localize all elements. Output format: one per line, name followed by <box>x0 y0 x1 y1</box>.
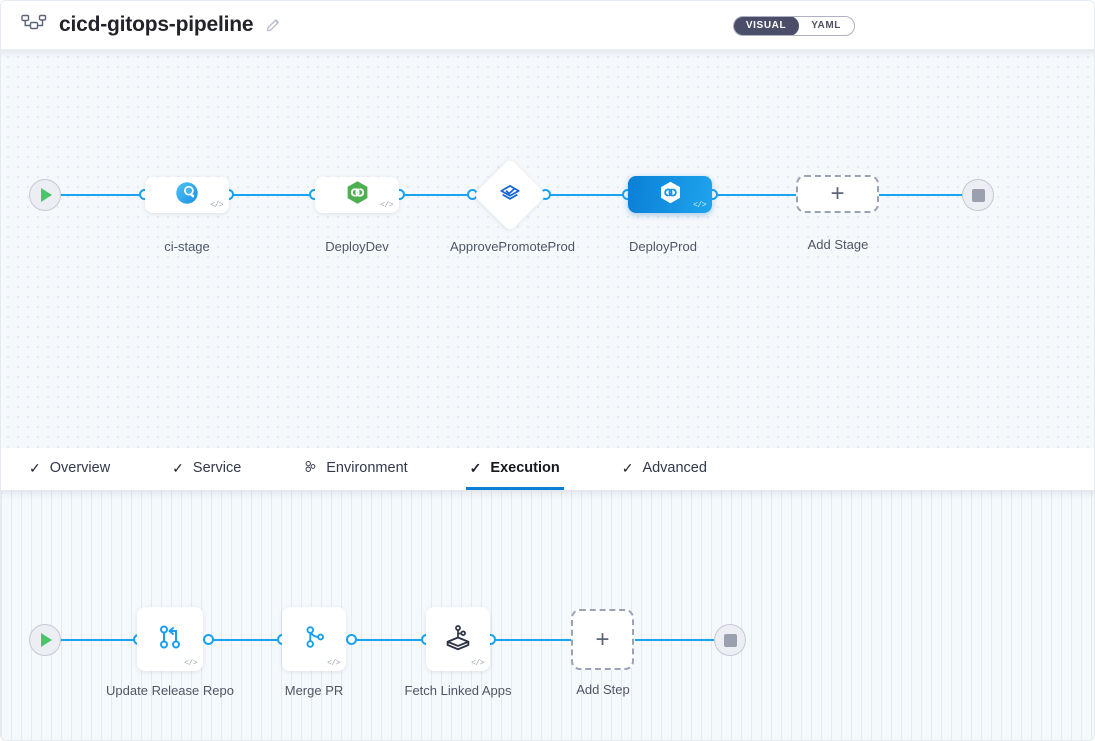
code-badge[interactable]: </> <box>327 659 340 668</box>
edge-merge-pr-to-fetch-linked-apps <box>353 639 431 641</box>
stage-config-tabs: ✓ Overview ✓ Service Environment ✓ Execu… <box>1 448 1094 491</box>
stop-icon <box>723 633 737 647</box>
check-icon: ✓ <box>469 459 482 476</box>
code-badge[interactable]: </> <box>184 659 197 668</box>
edge-add-to-end <box>635 639 721 641</box>
check-icon: ✓ <box>172 459 184 476</box>
plus-icon: + <box>830 180 845 207</box>
edge-add-to-end <box>875 194 975 196</box>
tab-environment[interactable]: Environment <box>299 448 411 490</box>
linked-apps-icon <box>442 621 474 658</box>
code-badge[interactable]: </> <box>693 201 706 210</box>
plus-icon: + <box>595 625 610 653</box>
add-step-button[interactable]: + <box>571 609 634 670</box>
port-update-release-repo-out[interactable] <box>203 634 214 645</box>
add-stage-button[interactable]: + <box>796 175 879 213</box>
harness-hexagon-green-icon <box>344 179 371 211</box>
page-title: cicd-gitops-pipeline <box>59 13 254 36</box>
code-badge[interactable]: </> <box>210 201 223 210</box>
stage-label-approvepromoteprod: ApprovePromoteProd <box>450 239 576 254</box>
add-stage-label: Add Stage <box>807 237 869 252</box>
view-mode-toggle[interactable]: VISUAL YAML <box>732 16 855 36</box>
play-icon <box>41 633 52 647</box>
tab-label: Service <box>192 459 242 476</box>
code-badge[interactable]: </> <box>380 201 393 210</box>
pipeline-end-node[interactable] <box>962 179 994 211</box>
environment-icon <box>303 460 317 476</box>
tab-service[interactable]: ✓ Service <box>168 448 245 490</box>
stage-label-deployprod: DeployProd <box>629 239 697 254</box>
step-node-fetch-linked-apps[interactable]: </> <box>426 607 490 671</box>
edge-update-release-repo-to-merge-pr <box>209 639 289 641</box>
code-badge[interactable]: </> <box>471 659 484 668</box>
ci-build-icon <box>173 179 201 212</box>
approval-check-icon <box>497 182 523 208</box>
tab-label: Advanced <box>642 459 707 476</box>
step-start-node[interactable] <box>29 624 61 656</box>
tab-overview[interactable]: ✓ Overview <box>25 448 114 490</box>
edge-start-to-ci-stage <box>51 194 145 196</box>
tab-label: Overview <box>49 459 111 476</box>
stage-node-ci-stage[interactable]: </> <box>145 177 229 213</box>
stage-node-deployprod[interactable]: </> <box>628 176 712 213</box>
step-node-update-release-repo[interactable]: </> <box>137 607 203 671</box>
toggle-option-visual[interactable]: VISUAL <box>733 17 800 35</box>
pencil-icon[interactable] <box>265 17 282 34</box>
step-end-node[interactable] <box>714 624 746 656</box>
stage-node-deploydev[interactable]: </> <box>315 177 399 213</box>
header-bar: cicd-gitops-pipeline VISUAL YAML <box>1 1 1094 50</box>
edge-approve-to-deployprod <box>546 194 636 196</box>
tab-label: Environment <box>326 459 408 476</box>
edge-ci-stage-to-deploydev <box>229 194 319 196</box>
play-icon <box>41 188 52 202</box>
step-label-update-release-repo: Update Release Repo <box>106 683 234 698</box>
tab-label: Execution <box>490 459 560 476</box>
tab-execution[interactable]: ✓ Execution <box>465 448 564 490</box>
stop-icon <box>971 188 985 202</box>
stage-label-ci-stage: ci-stage <box>164 239 210 254</box>
tab-advanced[interactable]: ✓ Advanced <box>618 448 711 490</box>
edge-deployprod-to-add <box>706 194 806 196</box>
git-merge-icon <box>154 621 186 658</box>
stage-label-deploydev: DeployDev <box>325 239 389 254</box>
pipeline-icon <box>21 14 47 36</box>
edge-start-to-update-release-repo <box>51 639 145 641</box>
toggle-option-yaml[interactable]: YAML <box>811 20 841 31</box>
step-canvas[interactable]: </> Update Release Repo </> Merge PR <box>1 491 1094 740</box>
port-merge-pr-out[interactable] <box>346 634 357 645</box>
pipeline-start-node[interactable] <box>29 179 61 211</box>
check-icon: ✓ <box>29 459 41 476</box>
check-icon: ✓ <box>621 459 634 476</box>
edge-deploydev-to-approve <box>400 194 510 196</box>
edge-fetch-linked-apps-to-add <box>491 639 571 641</box>
stage-canvas[interactable]: </> ci-stage </> DeployDev <box>1 50 1094 448</box>
step-node-merge-pr[interactable]: </> <box>282 607 346 671</box>
git-branch-icon <box>299 622 329 657</box>
step-label-merge-pr: Merge PR <box>284 683 344 698</box>
harness-hexagon-white-icon <box>657 179 684 211</box>
stage-node-approvepromoteprod[interactable] <box>473 158 547 232</box>
add-step-label: Add Step <box>576 682 630 697</box>
step-label-fetch-linked-apps: Fetch Linked Apps <box>404 683 512 698</box>
